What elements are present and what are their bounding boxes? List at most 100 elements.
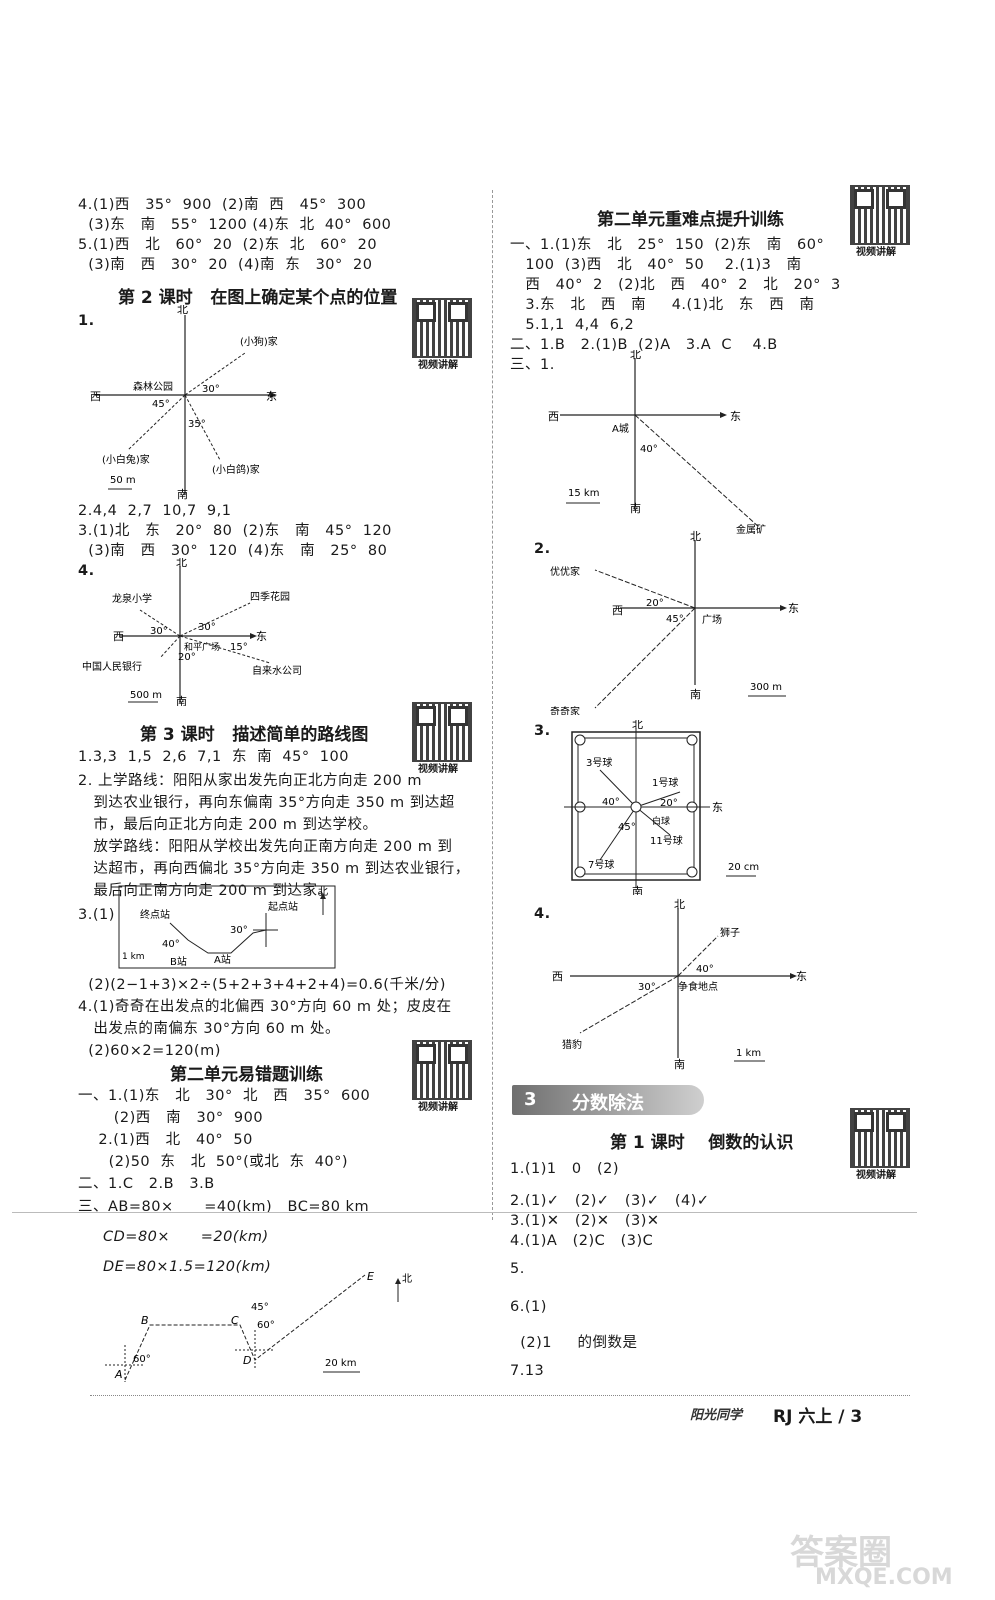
point-label: B [141,1314,149,1327]
north-label: 北 [318,886,328,898]
center-label: 争食地点 [678,980,718,993]
answer-line: 到达农业银行，再向东偏南 35°方向走 350 m 到达超 [78,795,455,811]
question-number: 3. [534,723,551,739]
answer-line: (2)(2−1+3)×2÷(5+2+3+4+2+4)=0.6(千米/分) [78,977,446,993]
answer-line: 西 40° 2 (2)北 西 40° 2 北 20° 3 [510,277,841,293]
south-label: 南 [630,502,641,515]
west-label: 西 [612,604,623,617]
station-label: B站 [170,955,187,968]
section-title: 第 2 课时 在图上确定某个点的位置 [118,288,398,308]
answer-line: DE=80×1.5=120(km) [103,1259,272,1275]
center-label: 广场 [702,613,722,626]
unit-number: 3 [524,1089,537,1110]
billiards-diagram: 北 南 东 西 3号球 1号球 7号球 11号球 白球 40° 20° 45° … [564,720,759,895]
question-number: 2. [534,541,551,557]
scale-label: 1 km [736,1048,761,1059]
ball-label: 白球 [652,815,670,827]
north-label: 北 [630,350,641,361]
qr-code[interactable] [412,298,472,358]
answer-line: 5.1,1 4,4 6,2 [510,317,635,333]
answer-line: 2.(1)✓ (2)✓ (3)✓ (4)✓ [510,1193,710,1209]
point-label: 自来水公司 [252,664,302,677]
scale-label: 500 m [130,690,162,701]
question-number: 4. [534,906,551,922]
angle-label: 15° [230,642,248,653]
point-label: C [231,1314,239,1327]
angle-label: 30° [202,384,220,395]
north-label: 北 [402,1273,412,1285]
section-title: 第二单元重难点提升训练 [597,210,784,230]
ball-label: 11号球 [650,834,683,847]
east-label: 东 [730,410,741,423]
brand-logo: 阳光同学 [690,1408,743,1423]
page-footer: RJ 六上 / 3 [773,1407,863,1427]
qr-code[interactable] [850,185,910,245]
angle-label: 30° [230,925,248,936]
west-label: 西 [548,410,559,423]
answer-line: 1.3,3 1,5 2,6 7,1 东 南 45° 100 [78,749,349,765]
answer-line: (2)60×2=120(m) [78,1043,221,1059]
answer-line: 6.(1) [510,1299,547,1315]
direction-diagram: 北 南 东 西 森林公园 (小狗)家 (小白兔)家 (小白鸽)家 30° 45°… [90,305,278,500]
answer-line: 2.4,4 2,7 10,7 9,1 [78,503,232,519]
angle-label: 40° [162,939,180,950]
answer-line: 三、AB=80× =40(km) BC=80 km [78,1199,370,1215]
point-label: (小白兔)家 [102,453,150,466]
qr-code[interactable] [850,1108,910,1168]
answer-line: 3.(1)✕ (2)✕ (3)✕ [510,1213,660,1229]
angle-label: 45° [251,1302,269,1313]
answer-line: 一、1.(1)东 北 25° 150 (2)东 南 60° [510,237,825,253]
watermark: 答案圈 [790,1533,892,1573]
answer-line: 2.(1)西 北 40° 50 [78,1132,253,1148]
scale-label: 15 km [568,488,599,499]
direction-diagram: 北 南 东 西 A城 40° 金属矿 15 km [548,350,766,535]
answer-line: (3)南 西 30° 120 (4)东 南 25° 80 [78,543,388,559]
point-label: D [243,1354,251,1367]
angle-label: 60° [133,1354,151,1365]
north-label: 北 [674,898,685,911]
angle-label: 60° [257,1320,275,1331]
qr-label: 视频讲解 [418,1102,458,1113]
point-label: A [114,1368,123,1381]
angle-label: 35° [188,419,206,430]
west-label: 西 [90,390,101,403]
answer-line: 7.13 [510,1363,545,1379]
point-label: 四季花园 [250,590,290,603]
question-number: 1. [78,313,95,329]
answer-line: (2)50 东 北 50°(或北 东 40°) [78,1154,349,1170]
direction-diagram: 北 南 东 西 狮子 猎豹 争食地点 40° 30° 1 km [552,898,807,1071]
east-label: 东 [712,801,723,814]
answer-line: 2. 上学路线：阳阳从家出发先向正北方向走 200 m [78,773,422,789]
ball-label: 3号球 [586,756,612,769]
direction-diagram: 北 南 东 西 龙泉小学 四季花园 中国人民银行 自来水公司 和平广场 30° … [82,558,302,706]
north-label: 北 [690,530,701,543]
direction-diagram: 北 南 东 西 优优家 奇奇家 广场 20° 45° 300 m [550,530,799,715]
answer-line: 三、1. [510,357,555,373]
angle-label: 45° [618,822,636,833]
west-label: 西 [113,630,124,643]
point-label: 中国人民银行 [82,660,142,673]
south-label: 南 [674,1058,685,1071]
south-label: 南 [690,688,701,701]
center-label: 森林公园 [133,380,173,393]
north-label: 北 [176,558,187,569]
unit-title: 分数除法 [572,1093,644,1114]
footer-rule [90,1395,910,1396]
point-label: 金属矿 [736,523,766,535]
answer-line: 1.(1)1 0 (2) [510,1161,620,1177]
answer-line: 放学路线：阳阳从学校出发先向正南方向走 200 m 到 [78,839,453,855]
answer-line: 4.(1)奇奇在出发点的北偏西 30°方向 60 m 处；皮皮在 [78,999,452,1015]
qr-label: 视频讲解 [418,360,458,371]
answer-line: 4.(1)西 35° 900 (2)南 西 45° 300 [78,197,367,213]
answer-line: 5.(1)西 北 60° 20 (2)东 北 60° 20 [78,237,378,253]
scale-label: 300 m [750,682,782,693]
center-label: 和平广场 [184,641,220,653]
answer-line: (2)1 的倒数是 [510,1335,638,1351]
east-label: 东 [256,630,267,643]
qr-code[interactable] [412,1040,472,1100]
angle-label: 40° [696,964,714,975]
answer-line: 一、1.(1)东 北 30° 北 西 35° 600 [78,1088,371,1104]
ball-label: 1号球 [652,776,678,789]
angle-label: 30° [150,626,168,637]
qr-code[interactable] [412,702,472,762]
